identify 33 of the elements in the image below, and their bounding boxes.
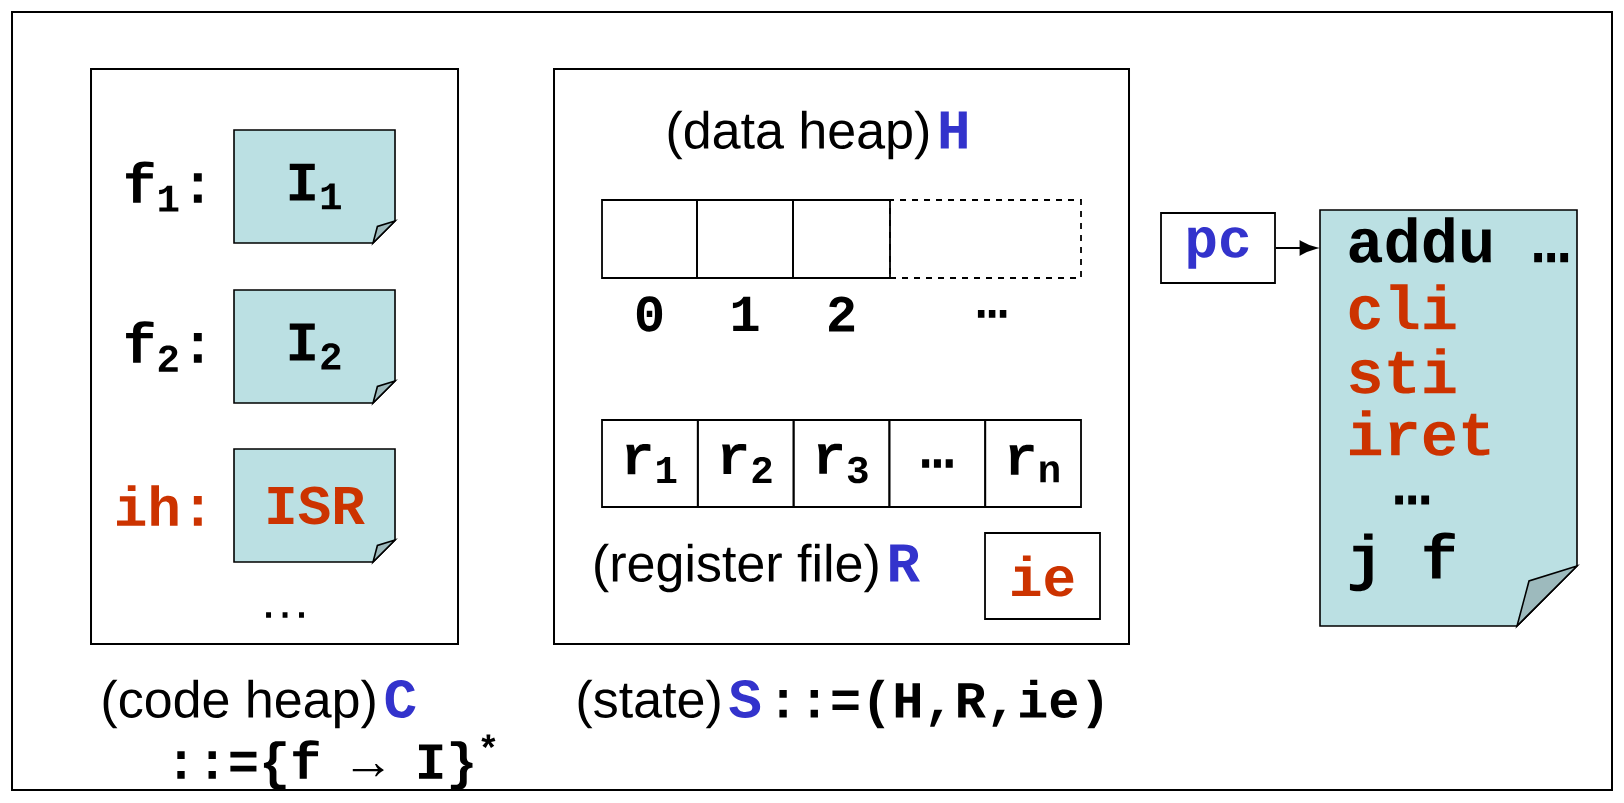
code-line: j f [1349, 532, 1455, 592]
heap-cell [601, 199, 698, 279]
node-label: (code heap) C [103, 679, 416, 729]
code-line: … [1395, 495, 1430, 505]
heap-cell [696, 199, 794, 279]
code-line: iret [1350, 410, 1490, 456]
index-label: 1 [732, 296, 759, 332]
heading: (register file) R [595, 543, 920, 593]
index-label: 0 [636, 296, 663, 332]
index-label: … [977, 310, 1007, 318]
ellipsis: … [266, 612, 304, 618]
node-label: f$_{1}$: [126, 161, 202, 212]
register-cell: r$_{n}$ [984, 419, 1082, 508]
register-cell: … [888, 419, 987, 508]
code-heap-box [90, 68, 459, 645]
heading: (data heap) H [668, 110, 967, 160]
pc-box: pc [1160, 212, 1276, 284]
code-line: addu … [1349, 217, 1569, 263]
heap-cell [889, 199, 1082, 279]
code-line: sti [1350, 348, 1456, 394]
arrow [1274, 240, 1317, 256]
node-label: ::={f → I}$^{*}$ [177, 734, 496, 790]
register-cell: r$_{1}$ [601, 419, 699, 508]
register-cell: r$_{2}$ [696, 419, 795, 508]
state-box [553, 68, 1130, 645]
node-label: (state) S ::=(H,R,ie) [578, 679, 1102, 729]
register-cell: r$_{3}$ [792, 419, 891, 508]
node-label: ih: [117, 485, 202, 526]
heap-cell [792, 199, 891, 279]
index-label: 2 [829, 296, 855, 332]
code-line: cli [1349, 284, 1456, 330]
node-label: f$_{2}$: [126, 321, 202, 372]
flag-box: ie [984, 532, 1101, 620]
